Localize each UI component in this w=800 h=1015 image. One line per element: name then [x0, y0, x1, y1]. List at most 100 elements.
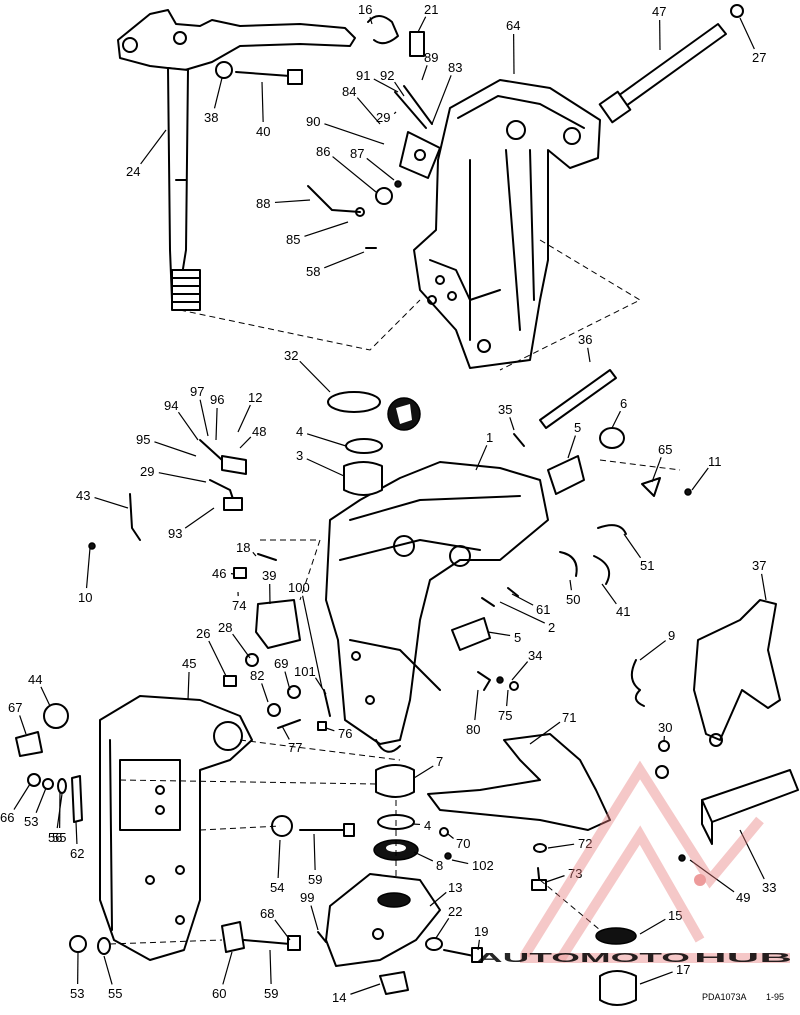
- part-washer: [215, 61, 233, 79]
- leader-line: [177, 411, 199, 441]
- part-spring: [630, 659, 645, 707]
- leader-line: [324, 251, 365, 269]
- part-label: 51: [640, 558, 654, 573]
- part-link-rod: [307, 185, 361, 213]
- leader-line: [313, 833, 316, 871]
- leader-line: [413, 765, 434, 779]
- part-label: 66: [0, 810, 14, 825]
- part-label: 82: [250, 668, 264, 683]
- leader-line: [545, 875, 565, 883]
- part-label: 80: [466, 722, 480, 737]
- leader-line: [215, 407, 218, 441]
- part-label: 35: [498, 402, 512, 417]
- leader-line: [587, 347, 591, 363]
- leader-line: [567, 435, 576, 459]
- leader-line: [369, 17, 373, 25]
- part-bearing-7: [375, 764, 415, 798]
- part-pad-33: [701, 769, 799, 823]
- part-link: [641, 477, 661, 497]
- part-label: 3: [296, 448, 303, 463]
- part-pin-2: [481, 597, 495, 607]
- part-label: 15: [668, 908, 682, 923]
- part-label: 64: [506, 18, 520, 33]
- part-screw-77: [277, 719, 301, 729]
- leader-line: [306, 433, 347, 447]
- leader-line: [435, 917, 450, 939]
- part-clip-41: [593, 555, 610, 585]
- leader-line: [154, 441, 197, 457]
- part-label: 54: [270, 880, 284, 895]
- part-plug: [409, 31, 425, 57]
- part-label: 12: [248, 390, 262, 405]
- part-screw-61: [507, 587, 519, 597]
- part-label: 4: [296, 424, 303, 439]
- part-pin-101: [323, 689, 331, 717]
- part-bolt: [235, 71, 291, 77]
- leader-line: [691, 467, 709, 491]
- part-label: 38: [204, 110, 218, 125]
- part-label: 5: [574, 420, 581, 435]
- part-label: 71: [562, 710, 576, 725]
- part-label: 76: [338, 726, 352, 741]
- part-label: 69: [274, 656, 288, 671]
- part-label: 29: [140, 464, 154, 479]
- part-tilt-lever: [693, 599, 781, 741]
- part-label: 34: [528, 648, 542, 663]
- part-labels: 1234455678910111213141516171819212224262…: [0, 2, 776, 1005]
- part-label: 43: [76, 488, 90, 503]
- part-label: 6: [620, 396, 627, 411]
- watermark-brand-2: HUB: [694, 950, 792, 965]
- part-label: 47: [652, 4, 666, 19]
- part-label: 94: [164, 398, 178, 413]
- leader-line: [222, 951, 233, 985]
- part-label: 55: [108, 986, 122, 1001]
- part-label: 90: [306, 114, 320, 129]
- leader-line: [547, 843, 575, 849]
- part-label: 46: [212, 566, 226, 581]
- part-label: 18: [236, 540, 250, 555]
- leader-line: [184, 507, 215, 529]
- leader-line: [529, 721, 561, 745]
- leader-line: [475, 445, 488, 471]
- leader-line: [639, 918, 666, 935]
- part-linkage: [394, 85, 433, 129]
- part-label: 89: [424, 50, 438, 65]
- part-label: 99: [300, 890, 314, 905]
- part-pin-18: [257, 553, 277, 561]
- part-label: 53: [70, 986, 84, 1001]
- leader-line: [310, 905, 319, 931]
- part-nut-46: [233, 567, 247, 579]
- part-bushing-5b: [451, 617, 491, 651]
- part-label: 53: [24, 814, 38, 829]
- leader-line: [239, 436, 252, 449]
- leader-line: [651, 457, 662, 483]
- part-grease-nipple: [513, 433, 525, 447]
- part-label: 9: [668, 628, 675, 643]
- leader-line: [187, 671, 190, 701]
- part-label: 44: [28, 672, 42, 687]
- part-label: 92: [380, 68, 394, 83]
- leader-line: [373, 78, 399, 93]
- leader-line: [13, 783, 31, 810]
- drawing-date: 1-95: [766, 992, 784, 1002]
- part-bushing: [375, 187, 393, 205]
- part-label: 73: [568, 866, 582, 881]
- part-stern-bracket-upper: [413, 79, 601, 369]
- part-label: 59: [308, 872, 322, 887]
- part-label: 10: [78, 590, 92, 605]
- part-label: 17: [676, 962, 690, 977]
- leader-line: [474, 689, 479, 721]
- leader-line: [509, 417, 515, 431]
- leader-line: [393, 111, 397, 115]
- part-label: 40: [256, 124, 270, 139]
- leader-line: [75, 821, 78, 845]
- leader-line: [302, 595, 323, 689]
- leader-line: [140, 129, 167, 165]
- leader-line: [208, 640, 227, 677]
- leader-line: [601, 583, 617, 605]
- leader-line: [277, 839, 281, 879]
- leader-line: [487, 631, 511, 637]
- leader-line: [639, 971, 673, 985]
- part-nut-14: [379, 971, 409, 995]
